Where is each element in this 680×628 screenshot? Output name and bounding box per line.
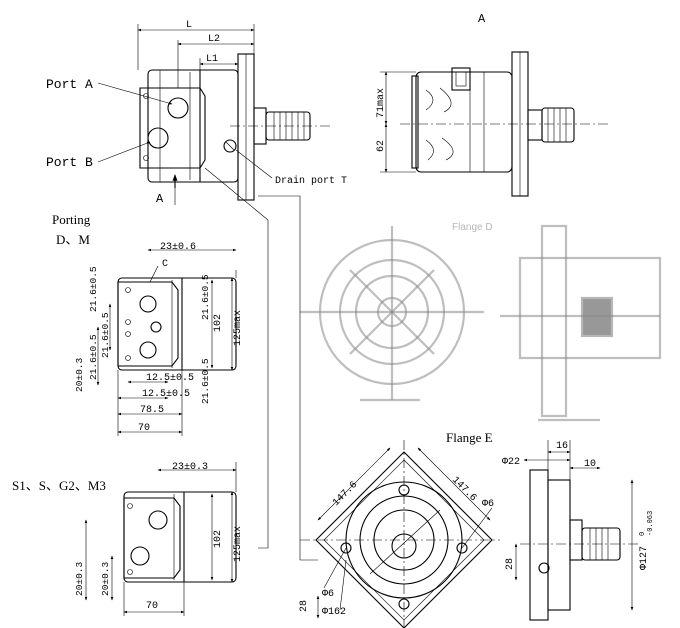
dim-70-dm: 70: [138, 423, 150, 434]
flange-e-side-view: [514, 440, 640, 621]
dim-phi6-a: Φ6: [482, 499, 494, 510]
port-b-label: Port B: [46, 155, 93, 170]
dim-62: 62: [376, 140, 387, 152]
dim-l2: L2: [208, 34, 220, 45]
porting-s-label: S1、S、G2、M3: [12, 478, 106, 493]
dim-phi6-b: Φ6: [322, 589, 334, 600]
dim-16: 16: [556, 441, 568, 452]
view-connector-lines: [204, 167, 318, 561]
dim-l: L: [186, 20, 192, 31]
porting-title: Porting: [52, 212, 91, 227]
dim-20-03-s-b: 20±0.3: [100, 561, 111, 596]
dim-phi22: Φ22: [502, 457, 520, 468]
dim-21-6-left-a: 21.6±0.5: [100, 312, 111, 358]
port-a-label: Port A: [46, 77, 93, 92]
dim-20-03-s-a: 20±0.3: [74, 561, 85, 596]
dim-78-5: 78.5: [140, 405, 164, 416]
dim-12-5-b: 12.5±0.5: [142, 389, 190, 400]
dim-23-06: 23±0.6: [160, 242, 196, 253]
porting-s-drawing: [84, 462, 237, 616]
porting-dm-drawing: [96, 248, 237, 436]
dim-28-front: 28: [299, 600, 310, 612]
dim-102-s: 102: [213, 530, 224, 548]
drain-port-label: Drain port T: [275, 175, 347, 187]
dim-20-03-dm: 20±0.3: [74, 357, 85, 392]
label-c: C: [162, 259, 168, 270]
view-a-arrow-label: A: [156, 192, 164, 206]
view-a-title: A: [478, 12, 486, 26]
dim-28-side: 28: [505, 558, 516, 570]
flange-d-label: Flange D: [452, 222, 493, 233]
dim-10: 10: [584, 459, 596, 470]
dim-21-6-right-b: 21.6±0.5: [200, 358, 211, 404]
dim-70-s: 70: [146, 601, 158, 612]
dim-71max: 71max: [376, 88, 387, 118]
dim-21-6-right-a: 21.6±0.5: [200, 274, 211, 320]
dim-12-5-a: 12.5±0.5: [146, 373, 194, 384]
dim-23-03: 23±0.3: [172, 462, 208, 473]
view-a-drawing: [380, 51, 610, 197]
dim-phi127-tol-upper: 0: [639, 532, 647, 536]
dim-20-05: 21.6±0.5: [88, 266, 99, 312]
flange-e-front-view: [300, 440, 500, 628]
dim-147-6-a: 147.6: [331, 480, 360, 509]
dim-125max-dm: 125max: [233, 310, 244, 346]
dim-phi127: Φ127: [639, 546, 650, 570]
dim-125max-s: 125max: [233, 526, 244, 562]
flange-e-label: Flange E: [446, 430, 493, 445]
porting-dm-label: D、M: [56, 232, 90, 247]
motor-side-view: [97, 24, 330, 205]
dim-phi127-tol-lower: -0.063: [647, 511, 655, 536]
dim-phi162: Φ162: [322, 607, 346, 618]
dim-147-6-b: 147.6: [449, 475, 478, 504]
dim-102-dm: 102: [213, 314, 224, 332]
dim-l1: L1: [206, 54, 218, 65]
dim-21-6-left-b: 21.6±0.5: [88, 334, 99, 380]
flange-d-drawing-blurred: [300, 224, 662, 422]
